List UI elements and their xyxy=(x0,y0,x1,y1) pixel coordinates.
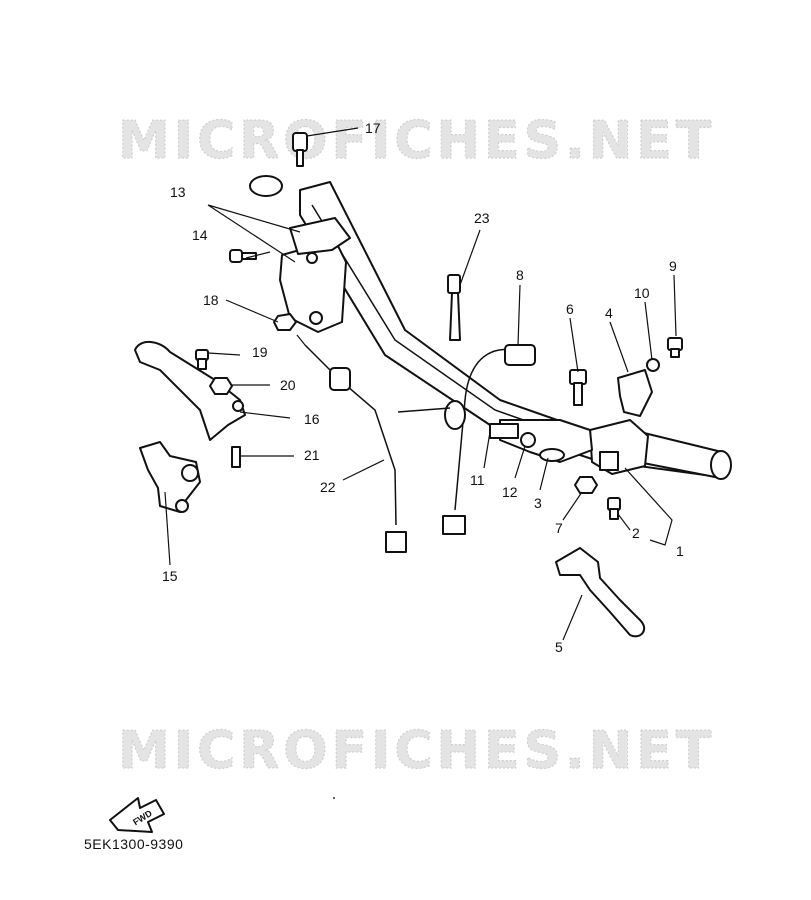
callout-19: 19 xyxy=(252,344,268,360)
callout-16: 16 xyxy=(304,411,320,427)
speck xyxy=(333,797,335,799)
callout-17: 17 xyxy=(365,120,381,136)
callout-11: 11 xyxy=(470,472,485,488)
screw-14 xyxy=(229,249,257,263)
bracket-15 xyxy=(139,441,201,513)
callout-4: 4 xyxy=(605,305,613,321)
callout-9: 9 xyxy=(669,258,677,274)
watermark-top: MICROFICHES.NET xyxy=(118,111,715,171)
callout-23: 23 xyxy=(474,210,490,226)
cable-22 xyxy=(304,344,407,553)
cable-band-23 xyxy=(447,274,461,341)
handlebar xyxy=(249,175,706,476)
callout-2: 2 xyxy=(632,525,640,541)
switch-8 xyxy=(442,344,536,535)
clutch-holder xyxy=(397,400,593,463)
washer-10 xyxy=(646,358,660,372)
fwd-arrow-icon: FWD xyxy=(109,797,165,833)
callout-7: 7 xyxy=(555,520,563,536)
bolt-6 xyxy=(569,369,587,406)
callout-3: 3 xyxy=(534,495,542,511)
right-grip xyxy=(637,431,732,480)
callout-12: 12 xyxy=(502,484,518,500)
nut-20 xyxy=(209,377,233,395)
callout-20: 20 xyxy=(280,377,296,393)
callout-6: 6 xyxy=(566,301,574,317)
callout-8: 8 xyxy=(516,267,524,283)
leader-lines xyxy=(164,127,677,641)
callout-5: 5 xyxy=(555,639,563,655)
master-cylinder xyxy=(279,217,351,333)
brake-lever xyxy=(134,341,246,441)
callouts: 1 2 3 4 5 6 7 8 9 10 11 12 13 14 15 16 1… xyxy=(162,120,684,655)
diagram-code: 5EK1300-9390 xyxy=(84,836,184,852)
throttle-housing xyxy=(589,419,649,475)
callout-18: 18 xyxy=(203,292,219,308)
callout-21: 21 xyxy=(304,447,320,463)
clutch-lever xyxy=(555,547,646,638)
callout-1: 1 xyxy=(676,543,684,559)
callout-15: 15 xyxy=(162,568,178,584)
watermark-bottom: MICROFICHES.NET xyxy=(118,721,715,781)
callout-14: 14 xyxy=(192,227,208,243)
bracket-4 xyxy=(617,369,653,417)
screw-21 xyxy=(231,446,241,468)
bolt-17 xyxy=(292,132,308,167)
callout-22: 22 xyxy=(320,479,336,495)
nut-18 xyxy=(273,313,297,331)
screw-2 xyxy=(607,497,621,520)
callout-10: 10 xyxy=(634,285,650,301)
callout-13: 13 xyxy=(170,184,186,200)
screw-9 xyxy=(667,337,683,358)
bolt-19 xyxy=(195,349,209,370)
nut-7 xyxy=(574,476,598,494)
